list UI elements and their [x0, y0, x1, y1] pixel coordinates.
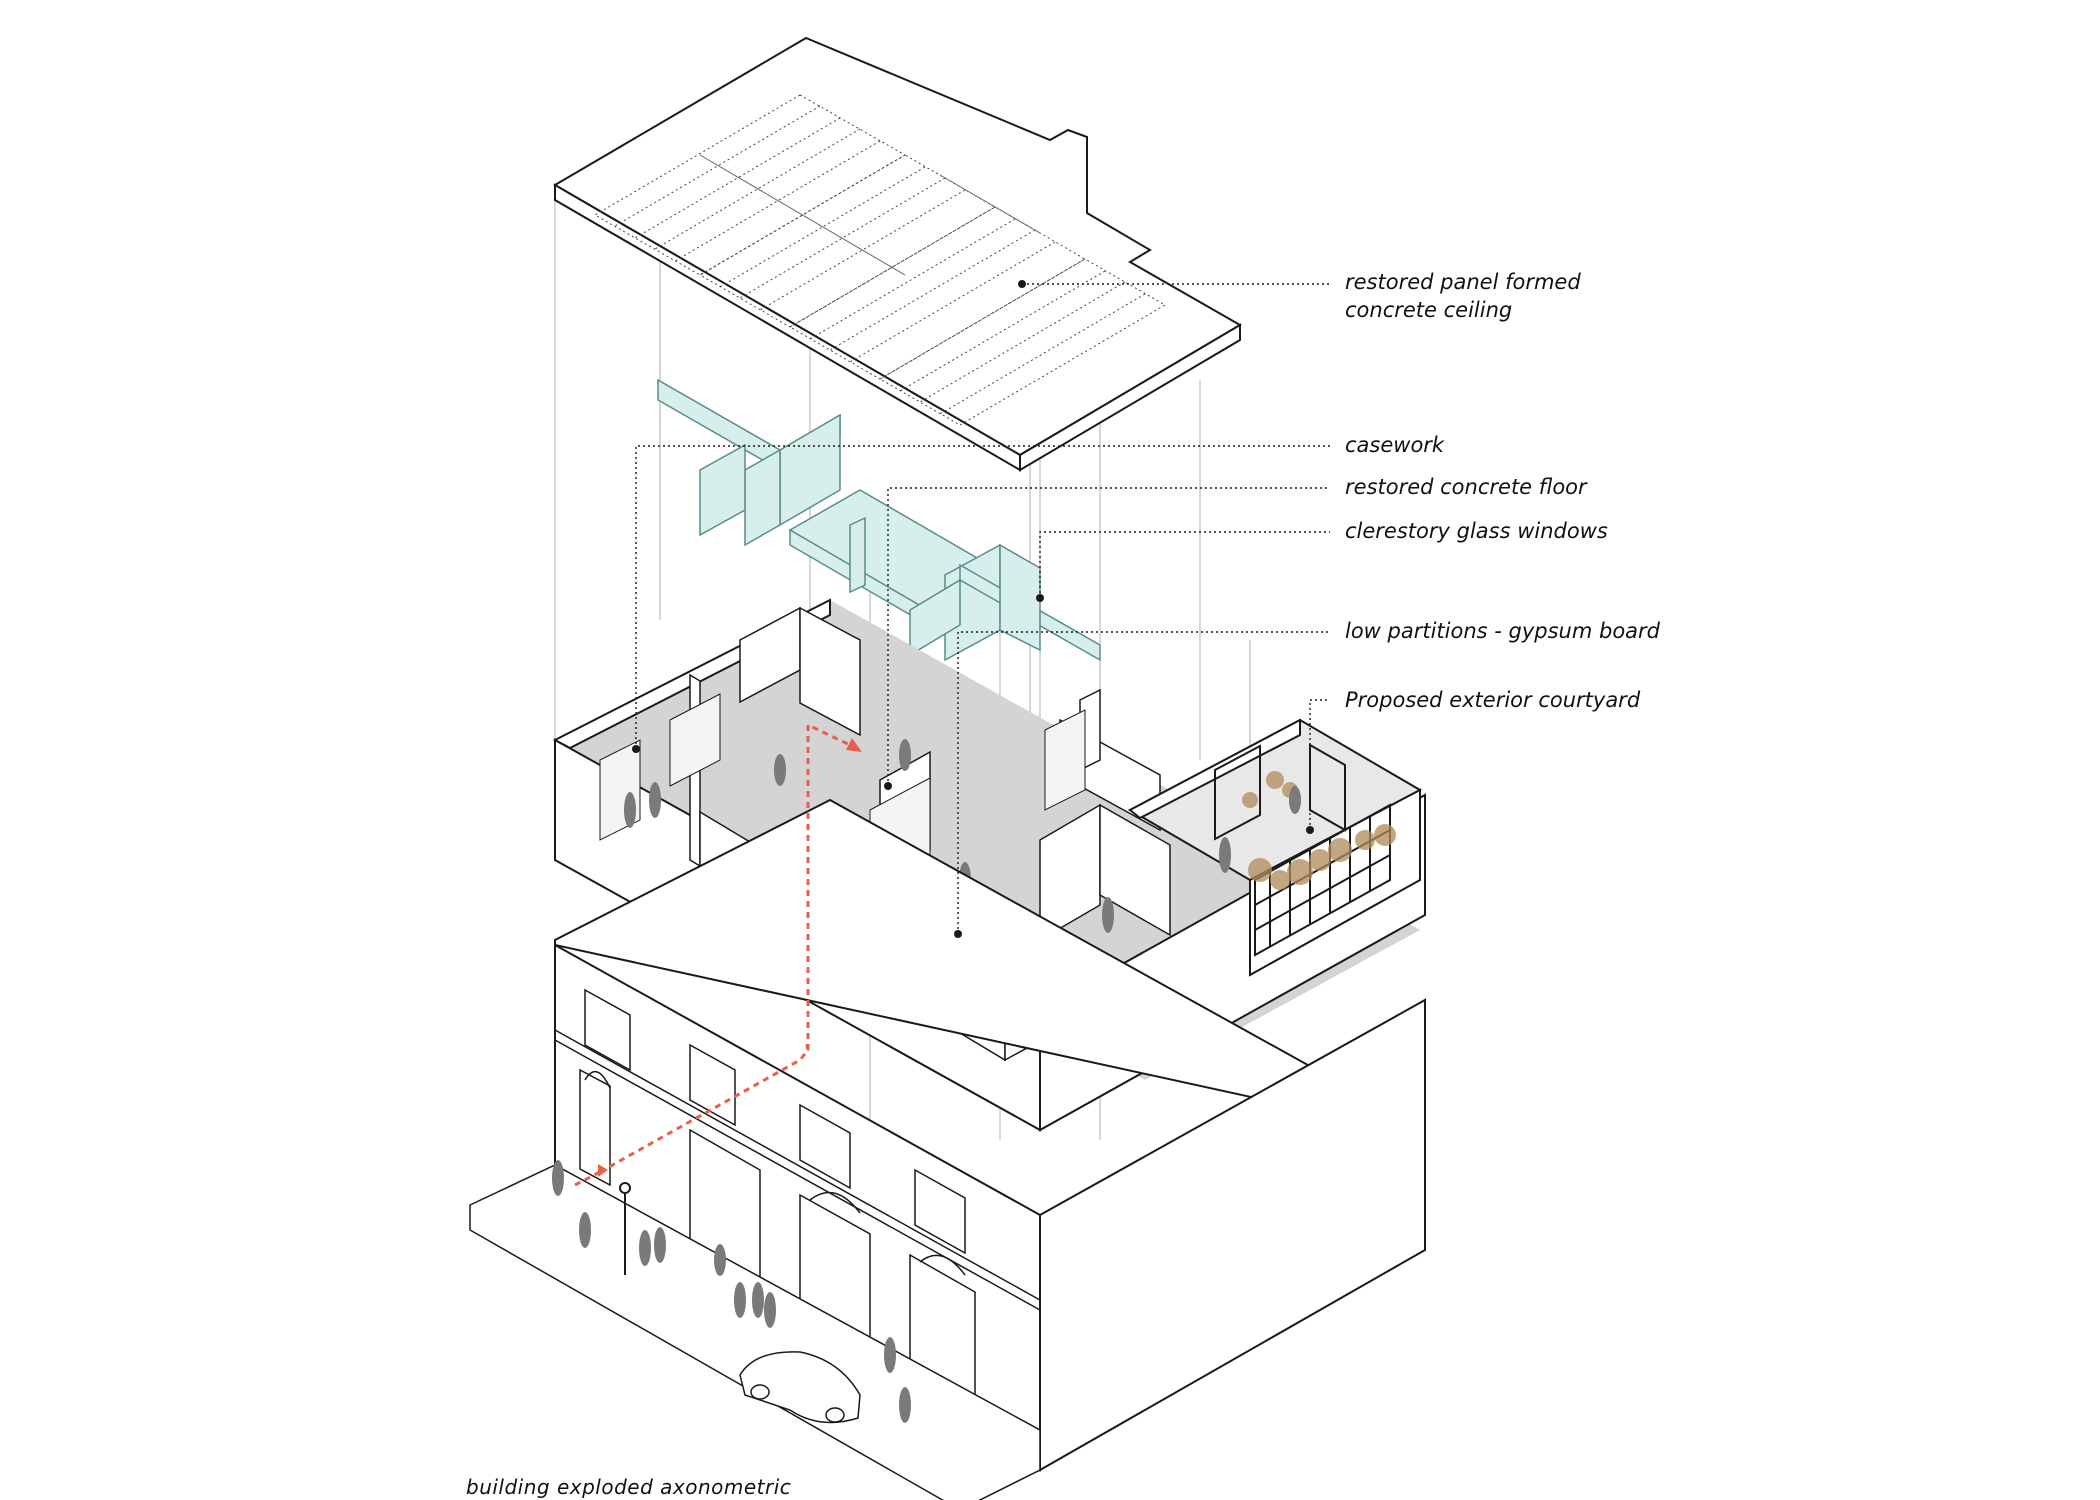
clerestory-glass-elements	[657, 378, 1101, 662]
circulation-arrowheads	[598, 738, 862, 1177]
callout-ceiling-label: restored panel formed concrete ceiling	[1345, 270, 1581, 322]
circulation-path	[574, 722, 851, 1187]
callout-clerestory-label: clerestory glass windows	[1345, 519, 1608, 543]
callout-casework-label: casework	[1345, 433, 1445, 457]
ceiling-slab	[553, 36, 1242, 472]
leader-lines	[635, 283, 1330, 934]
figure-caption: building exploded axonometric	[466, 1475, 792, 1499]
callout-courtyard-label: Proposed exterior courtyard	[1345, 688, 1641, 712]
street-figures	[552, 1160, 911, 1423]
car	[739, 1351, 861, 1424]
callout-floor-label: restored concrete floor	[1345, 475, 1587, 499]
ground-building	[469, 798, 1426, 1500]
leader-dots	[632, 280, 1314, 938]
street-lamp	[619, 1182, 631, 1275]
callout-partitions-label: low partitions - gypsum board	[1345, 619, 1661, 643]
